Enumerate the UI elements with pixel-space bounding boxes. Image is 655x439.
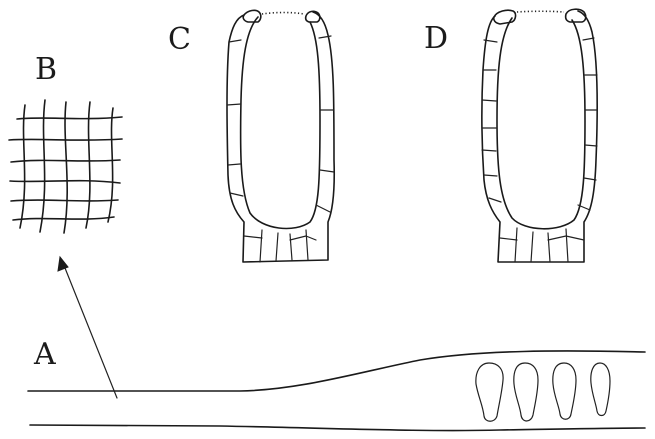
panel-d-wall-segment xyxy=(489,198,501,202)
panel-label-c: C xyxy=(168,25,191,55)
panel-c-base-cell xyxy=(260,230,262,262)
grid-horizontal-line xyxy=(17,117,122,119)
panel-a-structure xyxy=(28,351,645,431)
grid-vertical-line xyxy=(40,100,45,232)
grid-vertical-line xyxy=(64,102,67,233)
panel-c-top-gap xyxy=(262,13,304,15)
arrow-a-to-b xyxy=(58,257,117,398)
panel-d-base-cell xyxy=(566,229,568,262)
panel-c-wall-segment xyxy=(227,104,241,105)
panel-d-wall-segment xyxy=(585,145,597,146)
grid-horizontal-line xyxy=(11,200,118,201)
panel-c-wall-segment xyxy=(320,170,334,172)
panel-d-base-cell xyxy=(515,228,517,262)
panel-c-base-cell xyxy=(306,230,308,260)
panel-d-cell xyxy=(482,9,597,262)
panel-b-grid xyxy=(9,100,122,233)
panel-c-wall-segment xyxy=(230,193,243,196)
panel-c-base-cell xyxy=(290,236,316,240)
panel-d-inner-lumen xyxy=(497,18,585,229)
grid-vertical-line xyxy=(108,108,113,222)
panel-c-wall-segment xyxy=(228,164,240,165)
panel-d-base-cell xyxy=(548,233,550,262)
panel-c-cell xyxy=(227,10,334,262)
panel-a-cell-4 xyxy=(591,363,610,416)
panel-c-base-cell xyxy=(290,234,292,260)
arrow-head xyxy=(58,257,68,271)
grid-vertical-line xyxy=(20,105,25,228)
grid-horizontal-line xyxy=(11,160,120,162)
panel-c-base-cell xyxy=(244,236,262,238)
panel-d-wall-segment xyxy=(583,38,594,40)
panel-d-wall-segment xyxy=(482,150,496,151)
panel-a-cell-2 xyxy=(514,363,538,421)
panel-d-base-cell xyxy=(500,238,517,240)
panel-d-wall-segment xyxy=(484,175,497,176)
grid-horizontal-line xyxy=(10,181,120,183)
panel-d-top-cap-left xyxy=(494,10,516,24)
panel-a-cell-3 xyxy=(553,363,576,419)
panel-d-top-cap-right xyxy=(566,9,586,22)
panel-c-wall-segment xyxy=(316,205,330,212)
panel-label-b: B xyxy=(35,55,57,85)
panel-label-a: A xyxy=(34,340,56,370)
panel-d-outer-wall xyxy=(482,11,597,262)
panel-a-top-outline xyxy=(28,351,645,391)
panel-c-base-cell xyxy=(276,233,278,261)
panel-c-inner-lumen xyxy=(241,17,320,228)
arrow-shaft xyxy=(63,263,117,398)
panel-a-cell-1 xyxy=(476,363,503,421)
panel-c-wall-segment xyxy=(229,40,241,42)
panel-d-wall-segment xyxy=(482,100,496,101)
panel-a-bottom-outline xyxy=(30,425,645,431)
panel-c-outer-wall xyxy=(227,12,334,262)
panel-c-top-cap-right xyxy=(306,11,320,22)
grid-vertical-line xyxy=(86,102,90,228)
panel-d-top-gap xyxy=(517,11,564,12)
panel-label-d: D xyxy=(424,24,448,54)
panel-d-base-cell xyxy=(531,232,533,262)
grid-horizontal-line xyxy=(13,217,114,220)
panel-c-top-cap-left xyxy=(243,10,261,22)
